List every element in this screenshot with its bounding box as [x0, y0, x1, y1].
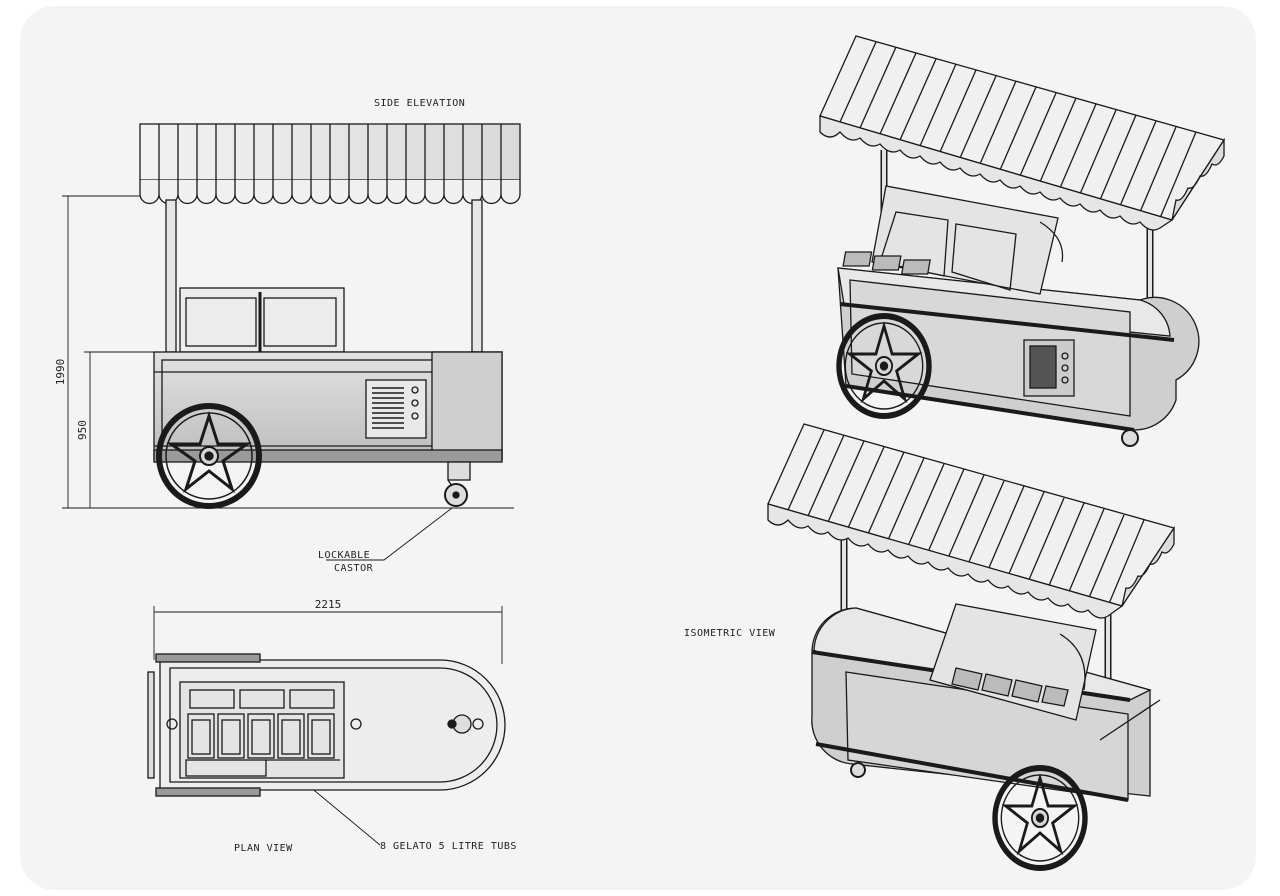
- base-trim: [153, 449, 503, 463]
- plan-view: [147, 653, 506, 797]
- label-lockable-castor-2: CASTOR: [334, 563, 374, 574]
- awning-stripes: [158, 124, 502, 180]
- plan-wheel-bottom: [155, 787, 261, 797]
- dim-overall-length: 2215: [315, 598, 342, 611]
- label-side-elevation: SIDE ELEVATION: [374, 98, 465, 109]
- castor-lower: [850, 762, 866, 778]
- castor-upper: [1121, 429, 1139, 447]
- awning-roof-lower: [767, 423, 1176, 607]
- castor-bracket: [447, 461, 471, 481]
- gelato-tub-wells: [187, 713, 335, 759]
- label-gelato-tubs: 8 GELATO 5 LITRE TUBS: [380, 841, 517, 852]
- isometric-view-upper: [819, 35, 1226, 447]
- label-lockable-castor-1: LOCKABLE: [318, 550, 370, 561]
- plan-display-case: [179, 681, 345, 779]
- awning-scallops: [139, 180, 521, 205]
- isometric-view-lower: [767, 423, 1176, 868]
- side-elevation: [62, 123, 521, 508]
- label-isometric-view: ISOMETRIC VIEW: [684, 628, 776, 639]
- front-pole: [165, 199, 177, 353]
- plan-wheel-top: [155, 653, 261, 663]
- dim-overall-height: 1990: [54, 359, 67, 386]
- dimension-lines: [62, 195, 503, 846]
- label-plan-view: PLAN VIEW: [234, 843, 293, 854]
- rear-pole: [471, 199, 483, 353]
- dim-counter-height: 950: [76, 420, 89, 440]
